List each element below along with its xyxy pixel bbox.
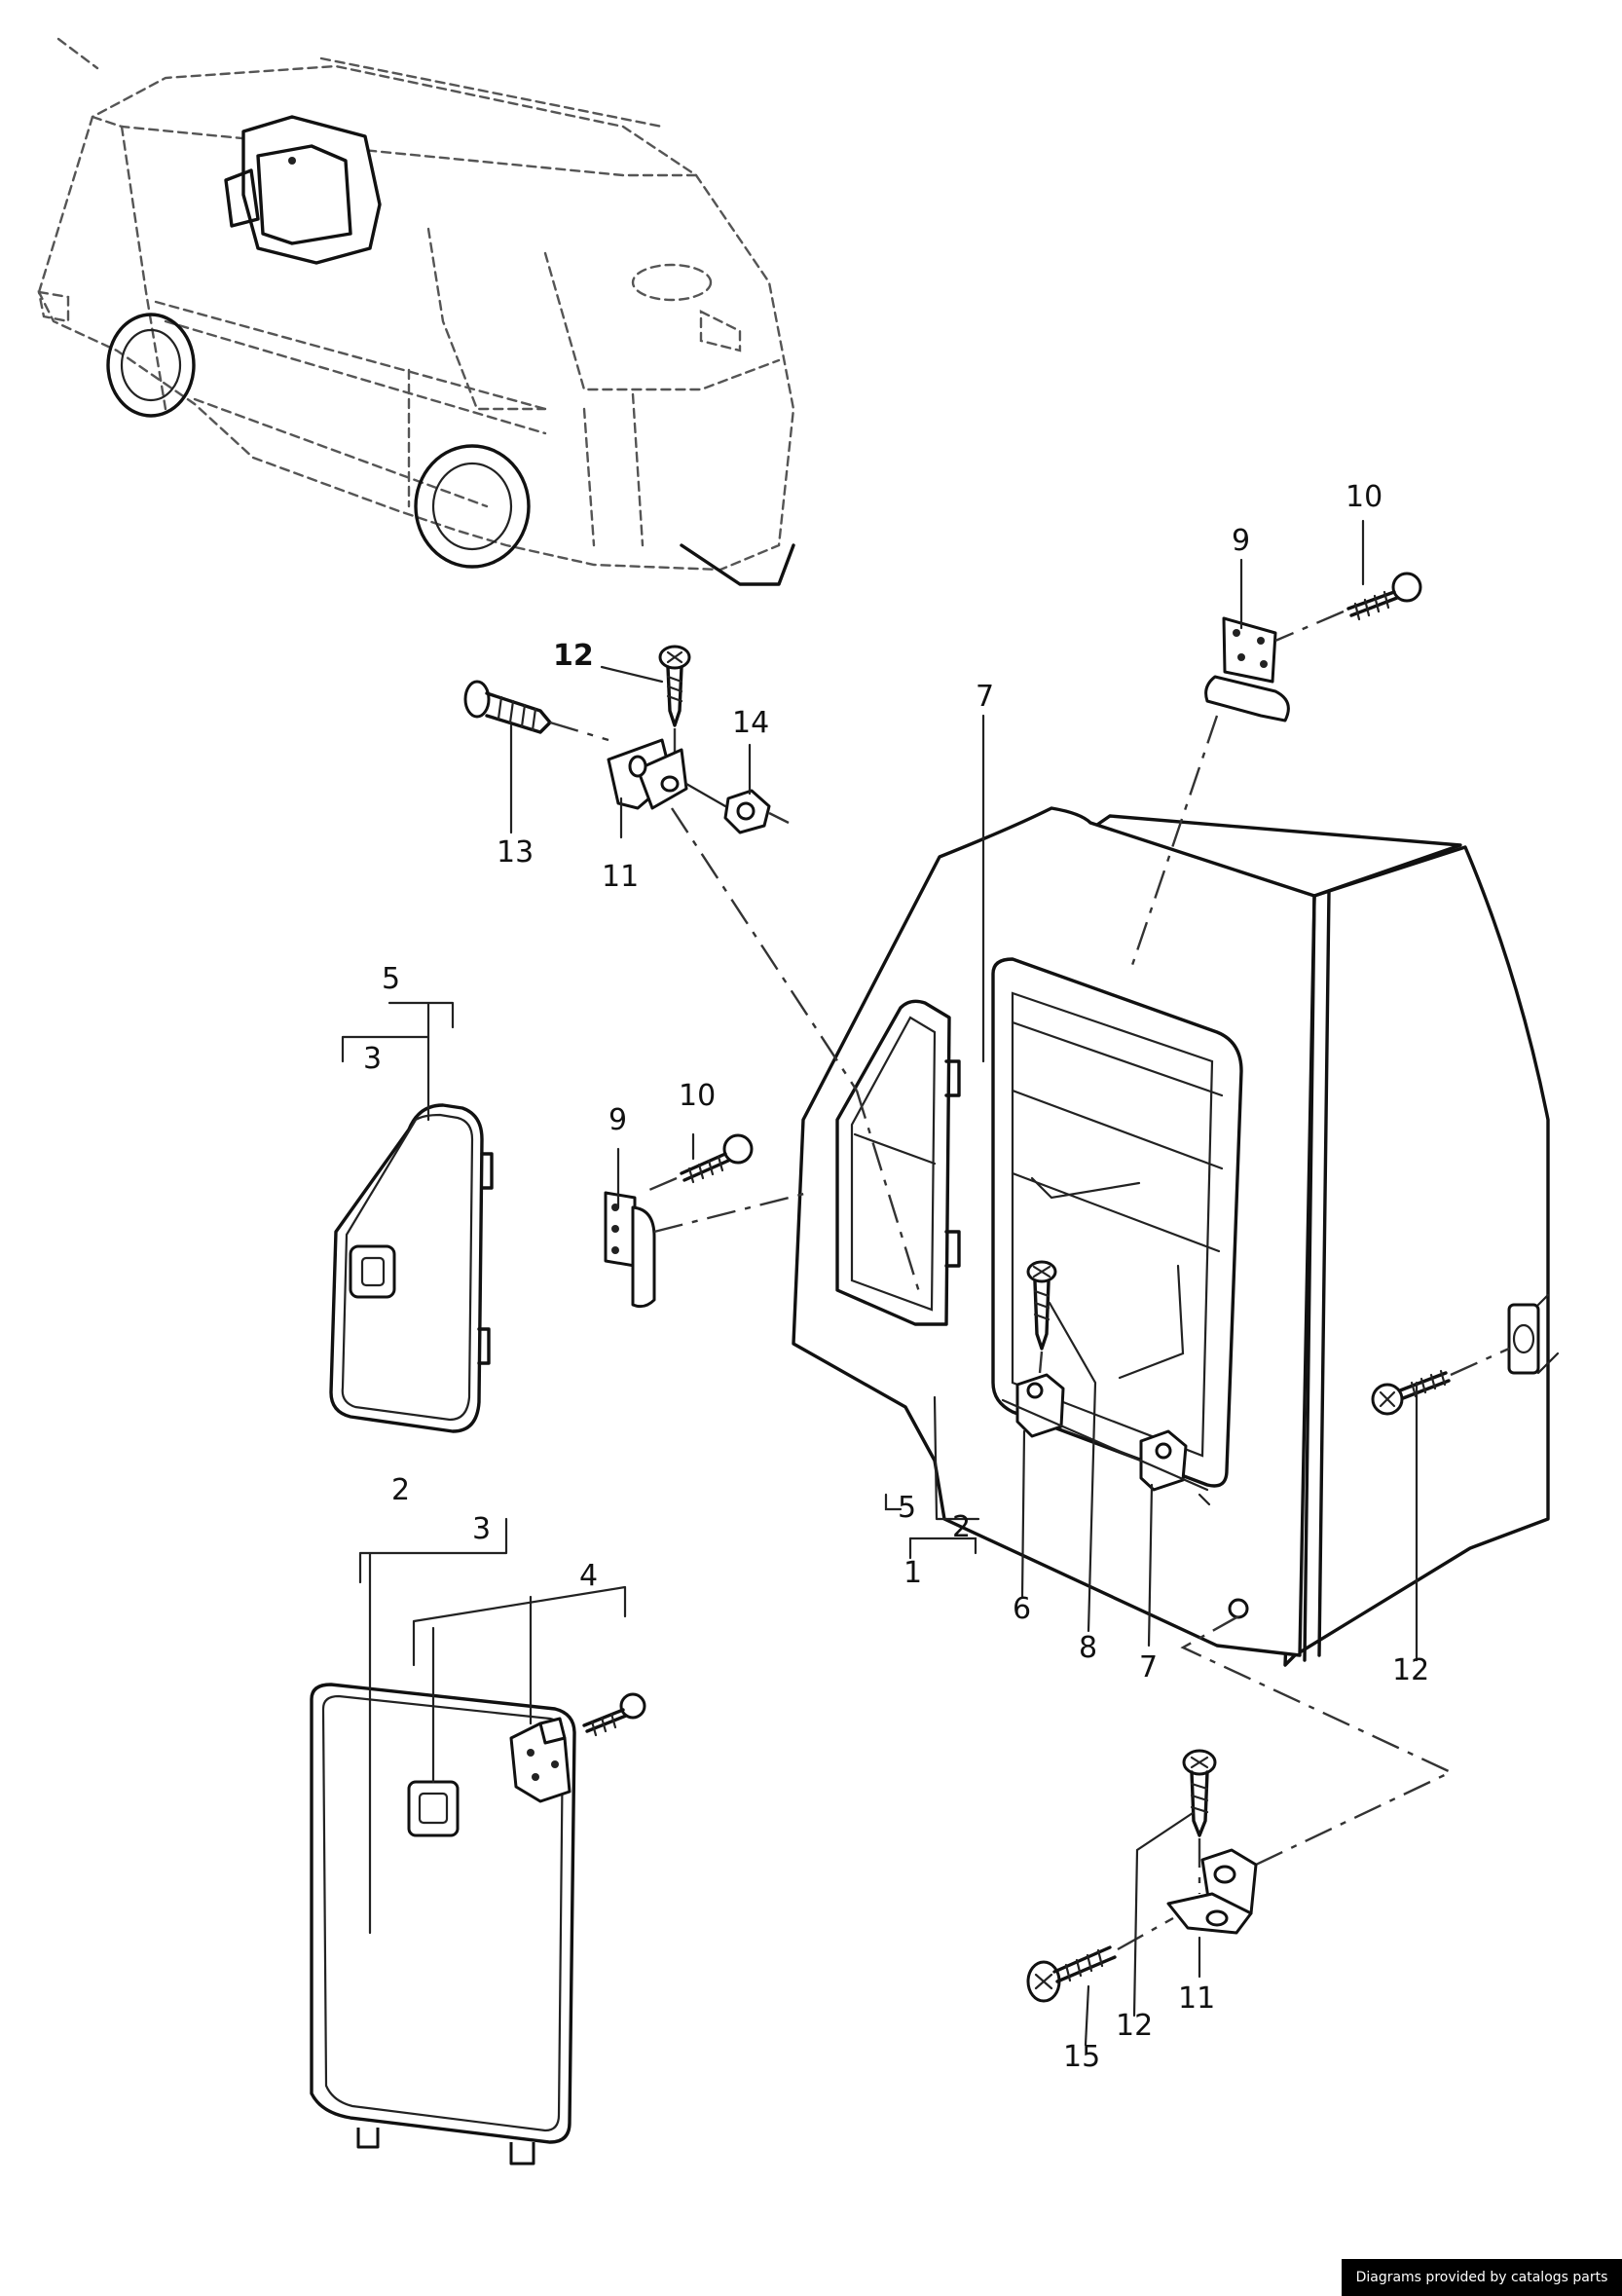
top-hinge <box>1127 572 1422 975</box>
upper-bracket-group <box>463 645 922 1296</box>
label-9-top: 9 <box>1232 524 1250 558</box>
lower-bracket-group <box>1026 1614 1454 2003</box>
label-12-upper: 12 <box>553 639 594 673</box>
label-10-top: 10 <box>1346 480 1382 514</box>
label-3-large-door: 3 <box>472 1512 491 1546</box>
credit-banner: Diagrams provided by catalogs parts <box>1342 2259 1622 2296</box>
label-11-lower: 11 <box>1178 1981 1215 2016</box>
label-2-large-door: 2 <box>391 1473 410 1507</box>
box-hinges <box>1001 1260 1211 1506</box>
small-door <box>329 1103 494 1433</box>
label-7-top: 7 <box>976 680 994 714</box>
label-3-small-door: 3 <box>363 1042 382 1076</box>
label-6: 6 <box>1013 1592 1031 1626</box>
label-1-box: 1 <box>903 1556 922 1590</box>
label-5-small-door: 5 <box>382 962 400 996</box>
label-13: 13 <box>497 835 534 870</box>
label-15: 15 <box>1063 2040 1100 2074</box>
label-7-lower: 7 <box>1139 1650 1158 1685</box>
part-labels: 7 9 10 12 14 13 11 5 3 9 10 5 2 1 6 8 7 … <box>363 480 1429 2074</box>
label-8: 8 <box>1079 1631 1097 1665</box>
label-5-box: 5 <box>898 1491 916 1525</box>
box-side-screw <box>1371 1347 1510 1416</box>
label-2-box: 2 <box>952 1510 971 1544</box>
label-9-side: 9 <box>608 1103 627 1137</box>
side-hinge <box>604 1133 809 1309</box>
label-14: 14 <box>732 706 769 740</box>
main-box <box>792 806 1560 1667</box>
leader-lines <box>341 519 1419 2047</box>
label-10-side: 10 <box>679 1079 716 1113</box>
label-12-box: 12 <box>1392 1653 1429 1687</box>
large-door <box>310 1683 646 2166</box>
label-11-upper: 11 <box>602 860 639 894</box>
label-4-large-door: 4 <box>579 1559 598 1593</box>
vehicle-sketch <box>37 37 795 586</box>
label-12-lower: 12 <box>1116 2009 1153 2043</box>
